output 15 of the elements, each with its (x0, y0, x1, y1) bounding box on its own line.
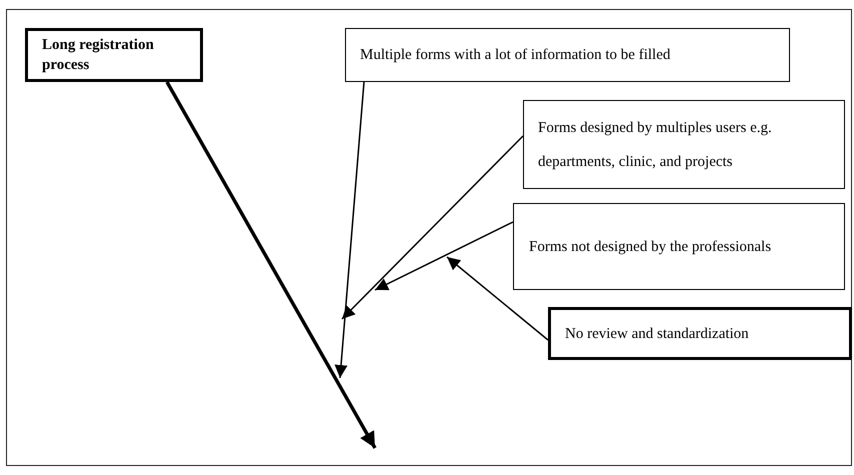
box-text: Long registration process (42, 36, 155, 75)
cause-box (548, 307, 852, 360)
box-text: Forms not designed by the professionals (529, 238, 772, 256)
box-text: No review and standardization (565, 324, 749, 344)
arrow (334, 82, 365, 378)
cause-box (345, 28, 790, 82)
cause-box (25, 28, 203, 82)
arrow (446, 256, 548, 341)
arrow (165, 81, 377, 449)
arrow (374, 221, 514, 291)
cause-box (523, 100, 845, 189)
box-text: Forms designed by multiples users e.g. departments, clinic, and projects (538, 118, 773, 172)
box-text: Multiple forms with a lot of information to be filled (360, 46, 670, 65)
cause-box (513, 203, 845, 290)
arrow (341, 135, 524, 320)
